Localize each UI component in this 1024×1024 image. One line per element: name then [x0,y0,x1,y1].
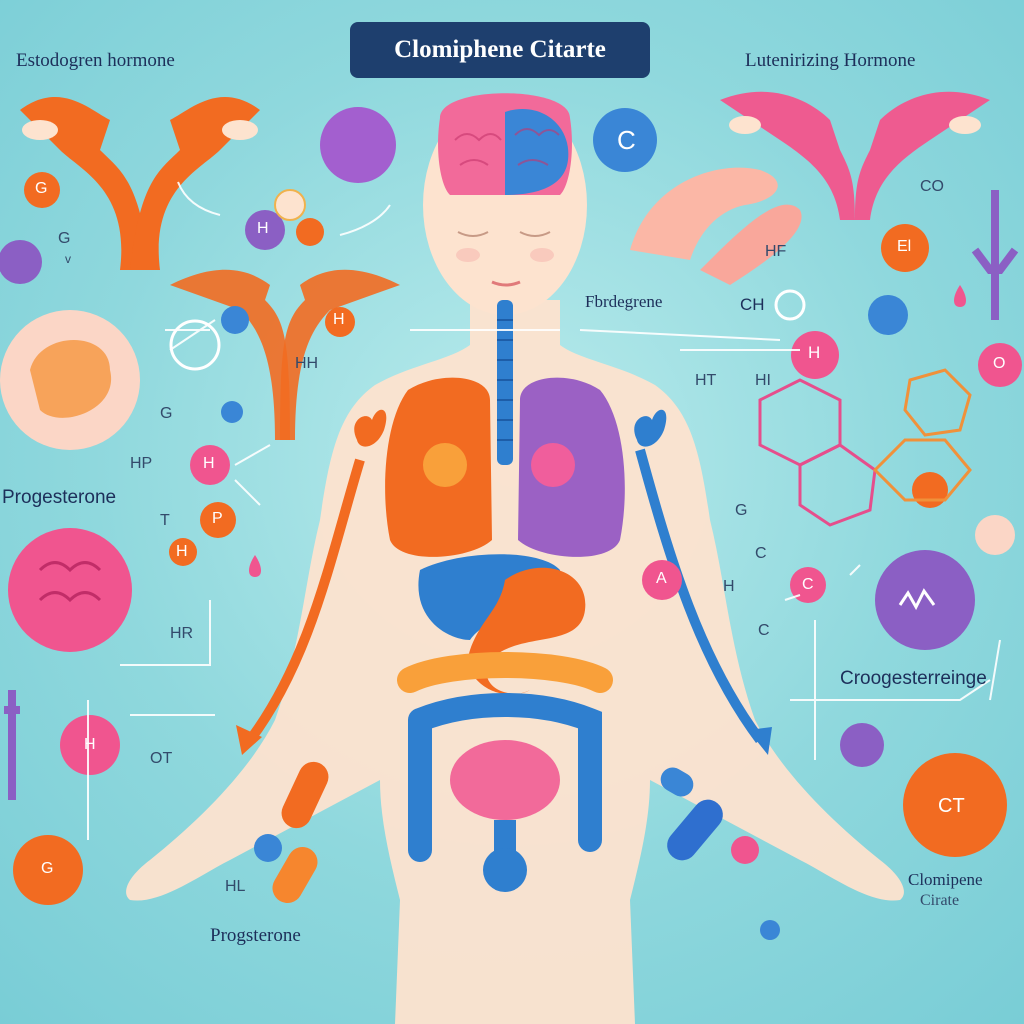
human-body [126,93,904,1024]
atom-letter: El [897,238,912,255]
uterus-center [170,269,400,440]
label-croogesterreinge: Croogesterreinge [840,668,987,689]
atom-letter: G [35,180,48,197]
atom-letter: H [723,578,735,595]
label-cirate: Cirate [920,892,960,909]
atom-letter: G [58,230,71,247]
atom-letter: A [656,570,667,587]
uterus-top-left [20,97,260,271]
atom-letter: CT [938,795,965,817]
atom-letter: H [203,455,215,472]
uterus-top-right [720,91,990,220]
atom-letter: HT [695,372,717,389]
label-fbrdegrene: Fbrdegrene [585,292,663,311]
atom-letter: C [758,622,770,639]
atom-letter: C [617,125,636,155]
atom-letter: C [755,545,767,562]
atom-letter: C [802,576,814,593]
atom-letter: H [84,736,96,753]
atom-letter: T [160,512,170,529]
atom-letter: OT [150,750,173,767]
atom-letter: G [735,502,748,519]
atom-letter: CO [920,178,944,195]
atom-letter: G [160,405,173,422]
atom-letter: O [993,355,1006,372]
atom-letter: H [333,311,345,328]
atom-letter: HI [755,372,771,389]
label-luteinizing-hormone: Lutenirizing Hormone [745,50,916,71]
atom-letter: HH [295,355,319,372]
atom-letter: H [808,343,821,362]
atom-letter: H [257,220,269,237]
molecule-structure [758,378,877,527]
atom-letter: G [41,860,54,877]
atom-letter: HR [170,625,194,642]
atom-letter: H [176,543,188,560]
atom-letter: HP [130,455,153,472]
atom-letter: P [212,510,223,527]
label-progsterone-bottom: Progsterone [210,925,301,946]
page-title: Clomiphene Citarte [350,22,650,78]
atom-letter: CH [740,295,765,314]
label-progesterone-left: Progesterone [2,487,117,508]
label-clomipene: Clomipene [908,870,983,889]
atom-letter: HF [765,243,787,260]
label-estrogen-hormone: Estodogren hormone [16,50,175,71]
atom-letter: HL [225,878,246,895]
atom-letter: v [65,252,71,266]
